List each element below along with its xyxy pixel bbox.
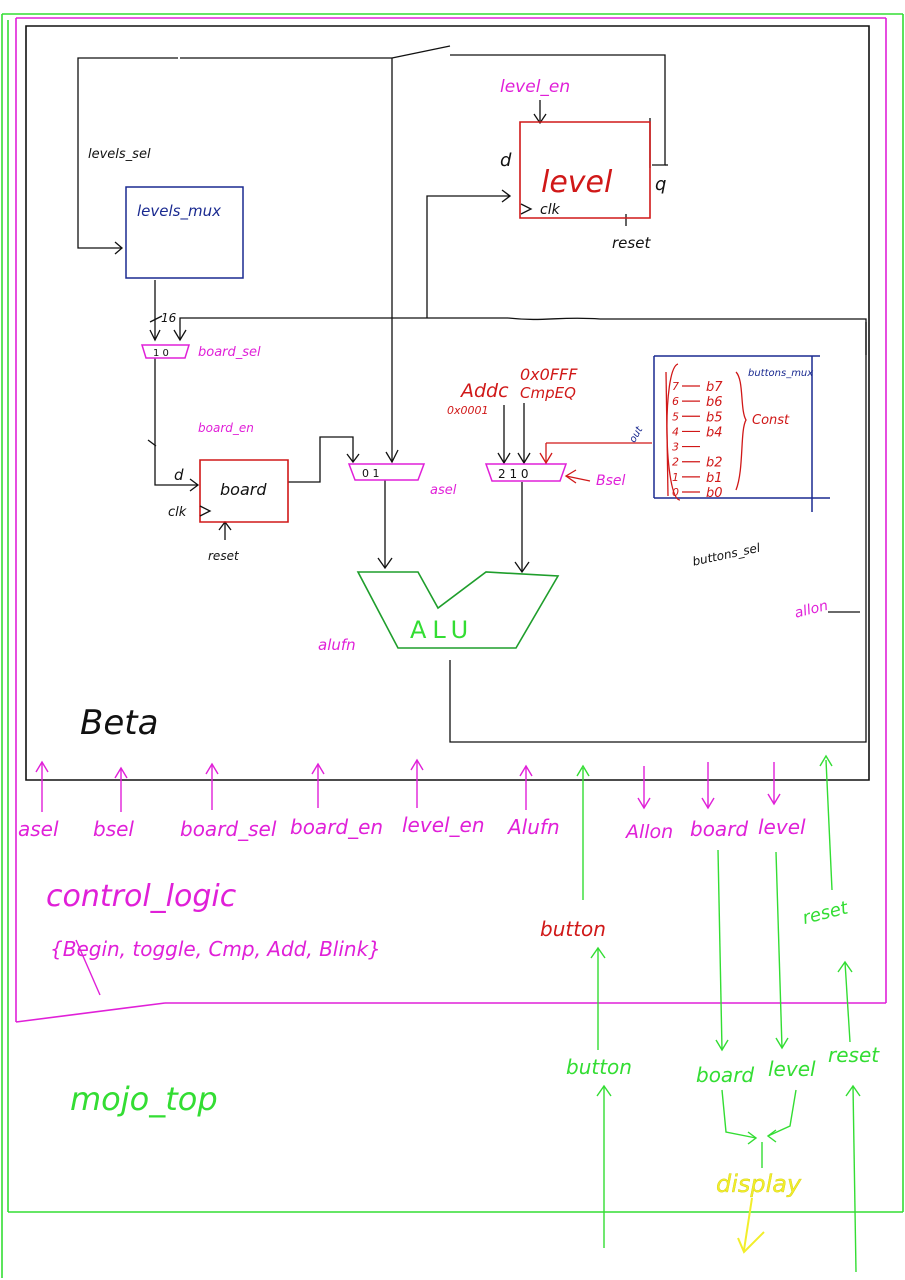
buttons-mux-input-name: b1 xyxy=(706,471,723,486)
const-label: Const xyxy=(752,413,790,428)
bsel-mux-inputs: 2 1 0 xyxy=(498,467,529,481)
buttons-mux-index: 4 xyxy=(672,425,679,438)
level-reset-label: reset xyxy=(612,234,651,252)
buttons-mux-index: 3 xyxy=(672,441,679,454)
addc-value: 0x0001 xyxy=(447,404,489,417)
buttons-mux-rows: 7 b7 6 b6 5 b5 4 b4 3 2 b2 1 b1 0 b0 xyxy=(672,380,723,501)
out-label: out xyxy=(628,424,646,445)
mojo-top-label: mojo_top xyxy=(70,1080,218,1118)
board-d-label: d xyxy=(174,466,184,484)
level-q-label: q xyxy=(655,174,666,195)
button-control-label: button xyxy=(540,917,606,941)
bsel-mux xyxy=(486,464,566,481)
levels-sel-label: levels_sel xyxy=(88,147,151,162)
buttons-mux-input-name: b7 xyxy=(706,380,723,395)
display-label: display xyxy=(716,1170,802,1198)
buttons-mux-index: 6 xyxy=(672,395,679,408)
alu-shape xyxy=(358,572,558,648)
top-signal-arrows xyxy=(577,756,860,1272)
buttons-mux-index: 1 xyxy=(672,471,679,484)
level-register-box xyxy=(520,122,650,218)
board-register-box xyxy=(200,460,288,522)
port-level-en: level_en xyxy=(402,813,485,837)
buttons-mux-index: 5 xyxy=(672,410,679,423)
port-level: level xyxy=(758,815,806,839)
beta-label: Beta xyxy=(80,703,158,743)
buttons-mux-input-name: b5 xyxy=(706,410,723,425)
board-reset-label: reset xyxy=(208,549,240,563)
bsel-label: Bsel xyxy=(596,473,626,489)
buttons-mux-input-name: b2 xyxy=(706,456,723,471)
port-allon: Allon xyxy=(624,821,673,843)
port-board: board xyxy=(690,817,748,841)
control-logic-label: control_logic xyxy=(46,879,237,914)
cmpeq-label: CmpEQ xyxy=(520,384,576,402)
buttons-mux-input-name: b4 xyxy=(706,425,723,440)
asel-label: asel xyxy=(430,483,457,498)
allon-label: allon xyxy=(793,598,830,622)
levels-mux-label: levels_mux xyxy=(137,202,221,221)
port-board-en: board_en xyxy=(290,815,383,839)
asel-mux-inputs: 0 1 xyxy=(362,467,380,480)
beta-frame xyxy=(26,26,869,780)
buttons-mux-index: 7 xyxy=(672,380,679,393)
board-en-label: board_en xyxy=(198,421,254,435)
buttons-mux-index: 0 xyxy=(672,486,679,499)
bus-width-label: 16 xyxy=(161,311,177,325)
board-sel-mux xyxy=(142,345,189,358)
level-register-label: level xyxy=(541,165,613,200)
addc-label: Addc xyxy=(459,380,509,402)
control-states: {Begin, toggle, Cmp, Add, Blink} xyxy=(50,937,381,961)
port-board-sel: board_sel xyxy=(180,817,277,841)
board-register-label: board xyxy=(220,480,267,499)
level-d-label: d xyxy=(500,150,512,171)
asel-mux xyxy=(349,464,424,480)
beta-wiring xyxy=(78,46,866,742)
port-asel: asel xyxy=(18,817,59,841)
top-level-label: level xyxy=(768,1057,816,1081)
board-sel-label: board_sel xyxy=(198,345,261,360)
level-clk-label: clk xyxy=(540,202,561,218)
buttons-mux-inputs xyxy=(540,364,746,500)
display-arrow xyxy=(738,1198,764,1252)
alu-label: ALU xyxy=(410,616,474,644)
top-reset-label: reset xyxy=(828,1043,880,1067)
board-clk-marker xyxy=(200,506,210,516)
control-logic-frame xyxy=(16,18,886,1022)
port-alufn: Alufn xyxy=(506,815,560,839)
reset-control-label: reset xyxy=(800,897,851,929)
top-board-label: board xyxy=(696,1063,754,1087)
board-sel-mux-inputs: 1 0 xyxy=(153,348,169,359)
board-clk-label: clk xyxy=(168,505,187,520)
buttons-mux-label: buttons_mux xyxy=(748,368,813,379)
buttons-mux-index: 2 xyxy=(672,456,679,469)
beta-port-arrows xyxy=(36,760,780,995)
port-bsel: bsel xyxy=(93,817,134,841)
buttons-sel-label: buttons_sel xyxy=(691,541,762,569)
buttons-mux xyxy=(654,356,830,512)
cmpeq-constant: 0x0FFF xyxy=(520,365,578,384)
level-clk-marker xyxy=(521,204,531,214)
buttons-mux-input-name: b6 xyxy=(706,395,723,410)
buttons-mux-input-name: b0 xyxy=(706,486,723,501)
top-button-label: button xyxy=(566,1055,632,1079)
alufn-label: alufn xyxy=(318,636,356,654)
level-en-label: level_en xyxy=(500,77,570,97)
levels-mux-box xyxy=(126,187,243,278)
mojo-top-frame xyxy=(2,14,903,1278)
